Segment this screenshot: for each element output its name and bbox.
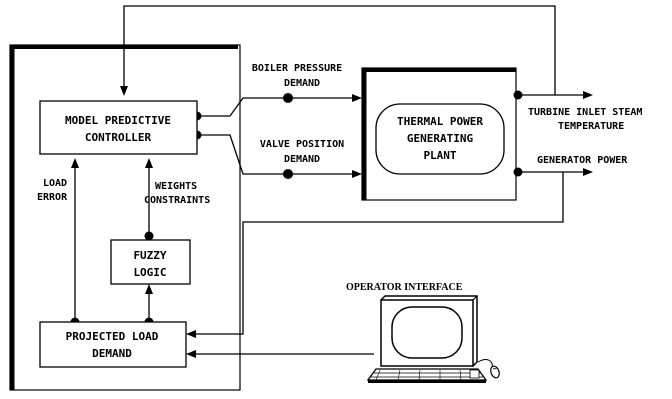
feedback-wire-generator — [188, 172, 563, 334]
valve-position-label-line2: DEMAND — [284, 154, 320, 165]
fuzzy-label-line1: FUZZY — [133, 249, 166, 262]
boiler-pressure-label-line1: BOILER PRESSURE — [252, 63, 342, 74]
constraints-label: CONSTRAINTS — [144, 195, 210, 206]
plant-block: THERMAL POWER GENERATING PLANT — [376, 104, 504, 174]
mpc-label-line1: MODEL PREDICTIVE — [65, 114, 171, 127]
operator-interface-label: OPERATOR INTERFACE — [346, 282, 463, 293]
turbine-steam-label-line2: TEMPERATURE — [558, 121, 624, 132]
boiler-pressure-label-line2: DEMAND — [284, 78, 320, 89]
valve-position-label-line1: VALVE POSITION — [260, 139, 344, 150]
load-error-label-line1: LOAD — [43, 178, 67, 189]
feedback-wire-top — [124, 6, 555, 95]
projected-label-line1: PROJECTED LOAD — [66, 330, 159, 343]
plant-label-line3: PLANT — [423, 149, 456, 162]
plant-label-line2: GENERATING — [407, 132, 474, 145]
load-error-label-line2: ERROR — [37, 192, 68, 203]
projected-label-line2: DEMAND — [92, 347, 132, 360]
fuzzy-logic-block: FUZZY LOGIC — [111, 240, 190, 284]
turbine-steam-label-line1: TURBINE INLET STEAM — [528, 107, 642, 118]
computer-terminal-icon — [368, 296, 486, 383]
weights-label: WEIGHTS — [155, 181, 197, 192]
projected-load-demand-block: PROJECTED LOAD DEMAND — [40, 322, 186, 367]
mpc-block: MODEL PREDICTIVE CONTROLLER — [40, 101, 197, 154]
plant-label-line1: THERMAL POWER — [397, 115, 483, 128]
mpc-label-line2: CONTROLLER — [85, 131, 152, 144]
generator-power-label: GENERATOR POWER — [537, 155, 628, 166]
fuzzy-label-line2: LOGIC — [133, 266, 166, 279]
